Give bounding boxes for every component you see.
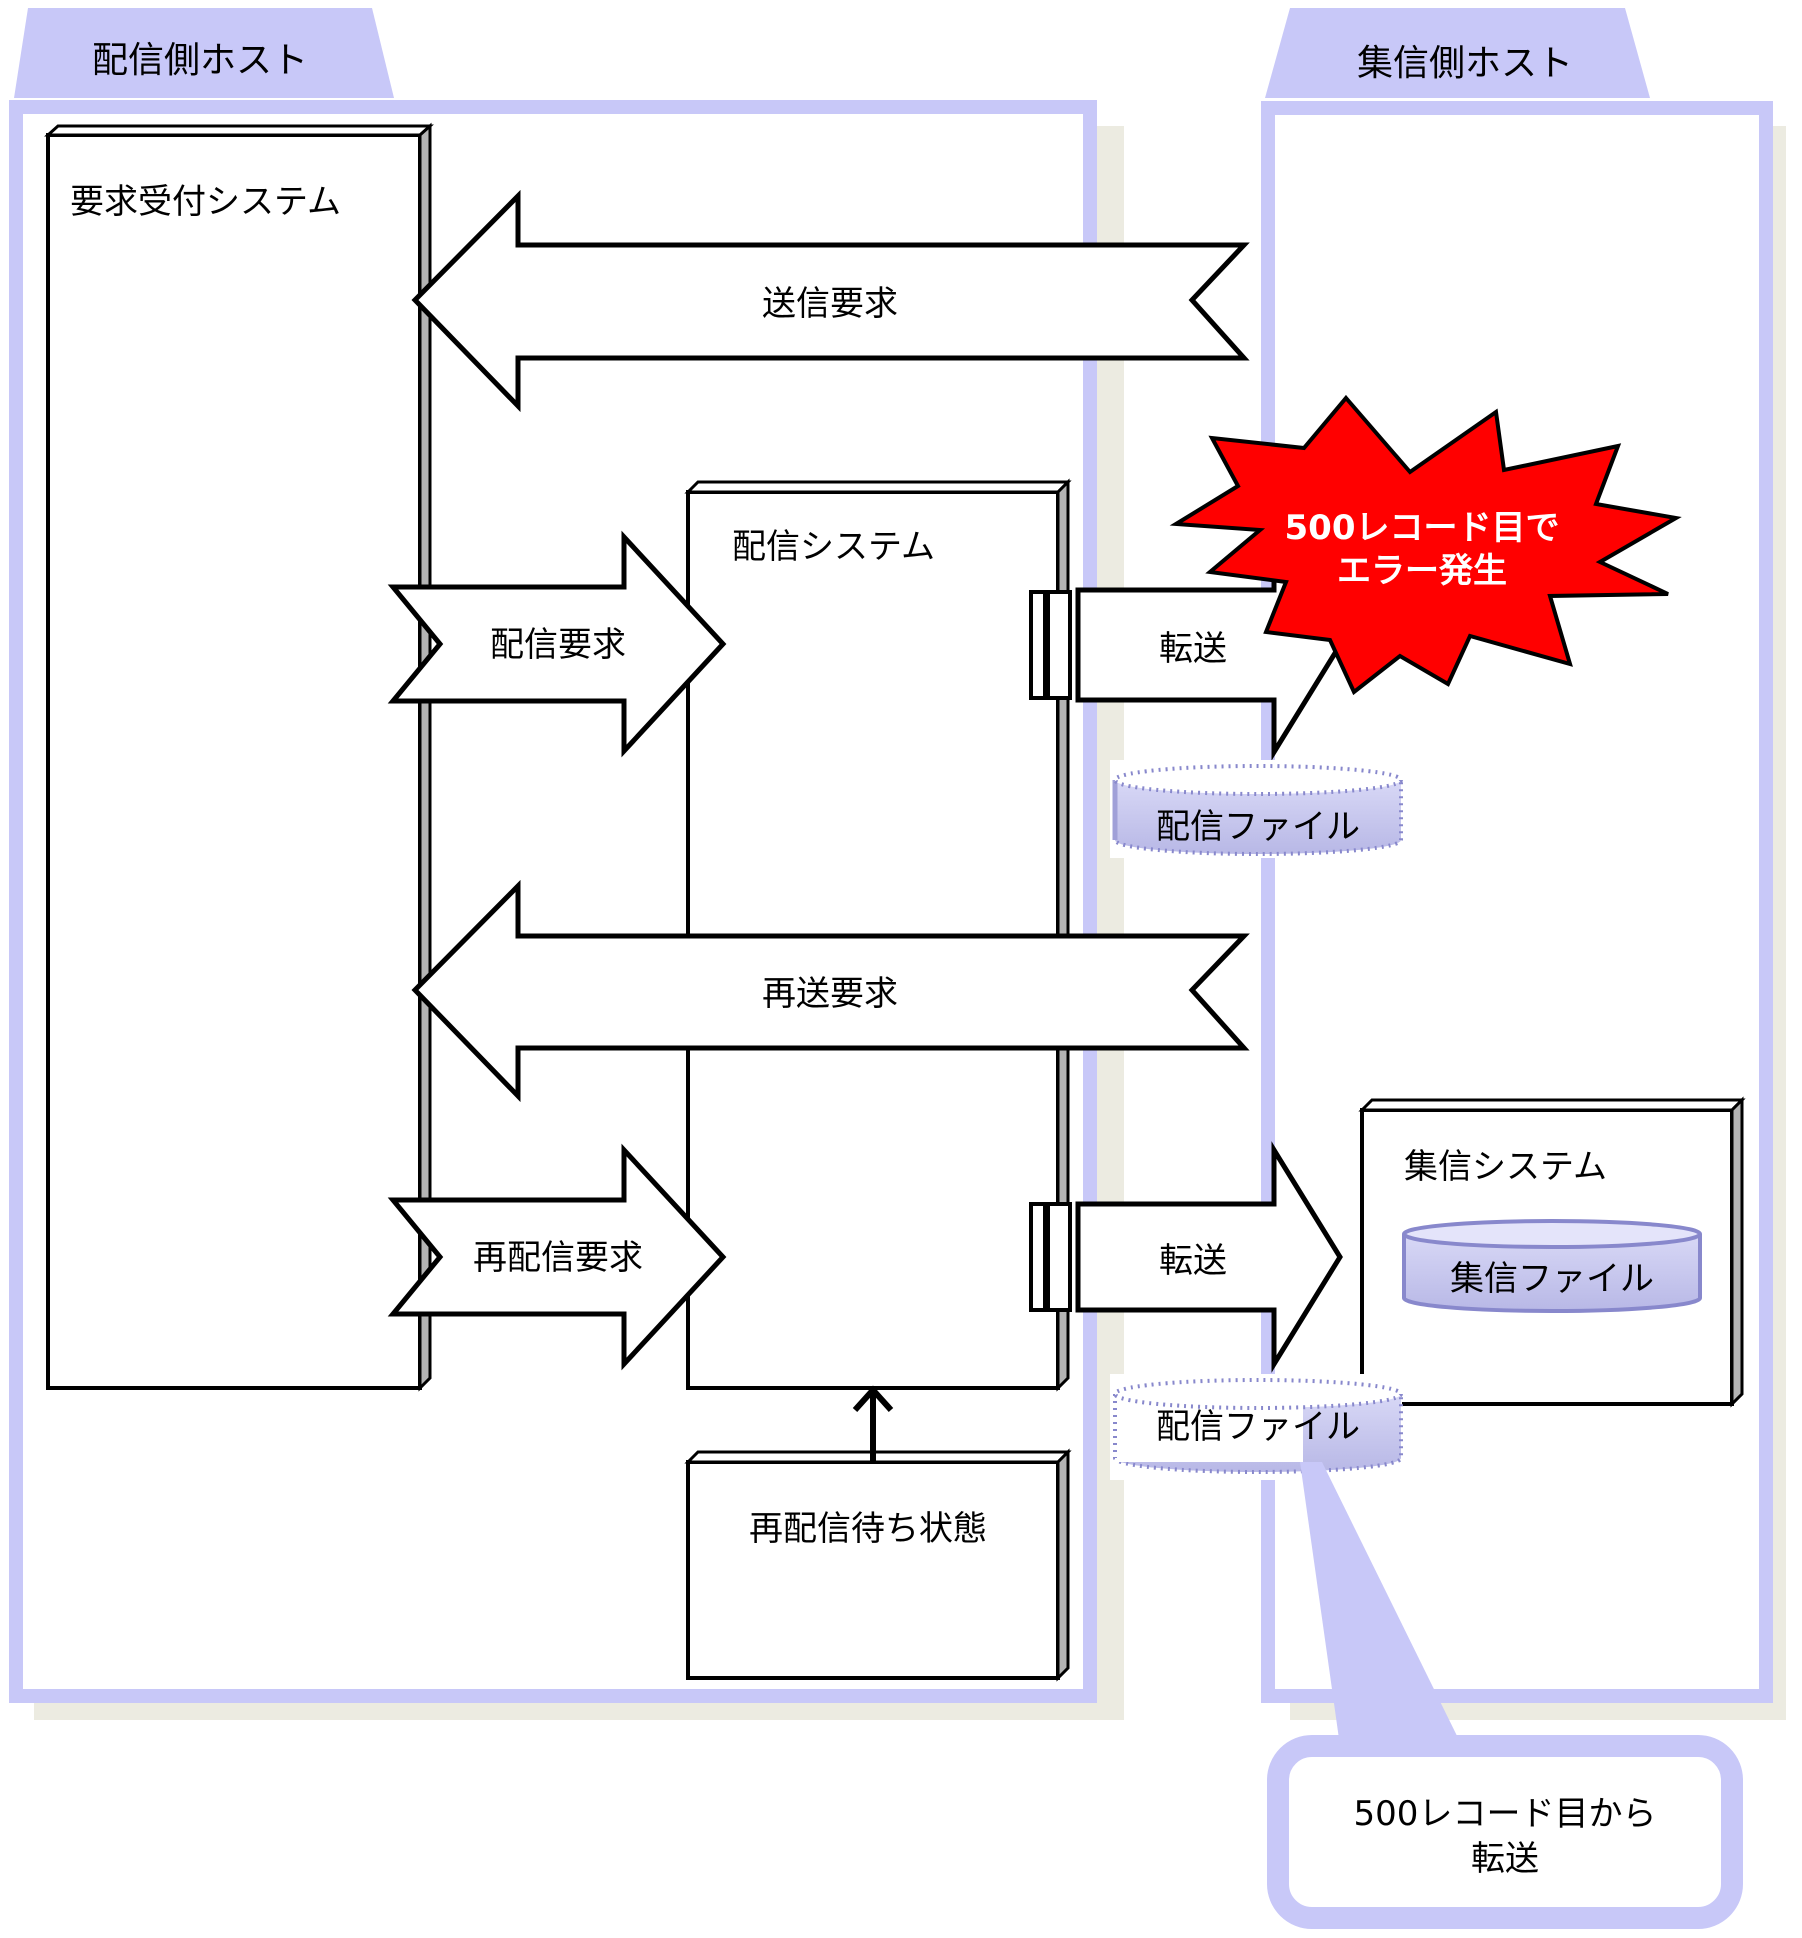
receiver-host-label: 集信側ホスト bbox=[1357, 43, 1573, 84]
error-burst-line1: 500レコード目で bbox=[1285, 508, 1560, 548]
callout-line1: 500レコード目から bbox=[1354, 1794, 1657, 1834]
distribution-file-1: 配信ファイル bbox=[1110, 760, 1403, 858]
resend-request-label: 再送要求 bbox=[762, 974, 898, 1014]
distribution-request-label: 配信要求 bbox=[490, 625, 626, 665]
sender-host-tab bbox=[14, 8, 394, 98]
distribution-file-1-label: 配信ファイル bbox=[1156, 807, 1360, 847]
request-acceptance-system: 要求受付システム bbox=[44, 122, 434, 1392]
wait-state-label: 再配信待ち状態 bbox=[749, 1509, 987, 1549]
transfer-label-2: 転送 bbox=[1159, 1241, 1227, 1281]
callout-box bbox=[1267, 1735, 1743, 1929]
collection-system-label: 集信システム bbox=[1404, 1147, 1607, 1187]
transfer-label-1: 転送 bbox=[1159, 629, 1227, 669]
distribution-file-2: 配信ファイル bbox=[1110, 1374, 1403, 1480]
sender-host-label: 配信側ホスト bbox=[92, 40, 308, 81]
transfer-arrow-2: 転送 bbox=[1075, 1141, 1343, 1373]
distribution-system-label: 配信システム bbox=[732, 527, 935, 567]
request-acceptance-label: 要求受付システム bbox=[70, 182, 341, 222]
collection-file: 集信ファイル bbox=[1402, 1219, 1702, 1313]
error-burst-line2: エラー発生 bbox=[1337, 551, 1507, 591]
send-request-label: 送信要求 bbox=[762, 284, 898, 324]
wait-state-box: 再配信待ち状態 bbox=[684, 1448, 1072, 1682]
distribution-port-2 bbox=[1029, 1202, 1072, 1312]
callout-pointer bbox=[1300, 1462, 1462, 1746]
receiver-host-tab bbox=[1265, 8, 1650, 98]
distribution-request-arrow: 配信要求 bbox=[387, 530, 727, 758]
error-burst-shape bbox=[1169, 394, 1682, 696]
error-burst: 500レコード目で エラー発生 bbox=[1169, 394, 1682, 696]
callout: 500レコード目から 転送 bbox=[1267, 1462, 1743, 1929]
resend-request-arrow: 再送要求 bbox=[411, 879, 1250, 1103]
send-request-arrow: 送信要求 bbox=[411, 189, 1250, 413]
distribution-file-2-label: 配信ファイル bbox=[1156, 1407, 1360, 1447]
callout-line2: 転送 bbox=[1471, 1839, 1539, 1879]
distribution-port-1 bbox=[1029, 590, 1072, 700]
redistribution-request-label: 再配信要求 bbox=[473, 1238, 643, 1278]
wait-to-distribution-arrow bbox=[852, 1385, 894, 1462]
collection-file-label: 集信ファイル bbox=[1450, 1259, 1654, 1299]
redistribution-request-arrow: 再配信要求 bbox=[387, 1143, 727, 1371]
transfer-arrow-1: 転送 bbox=[1075, 529, 1343, 761]
